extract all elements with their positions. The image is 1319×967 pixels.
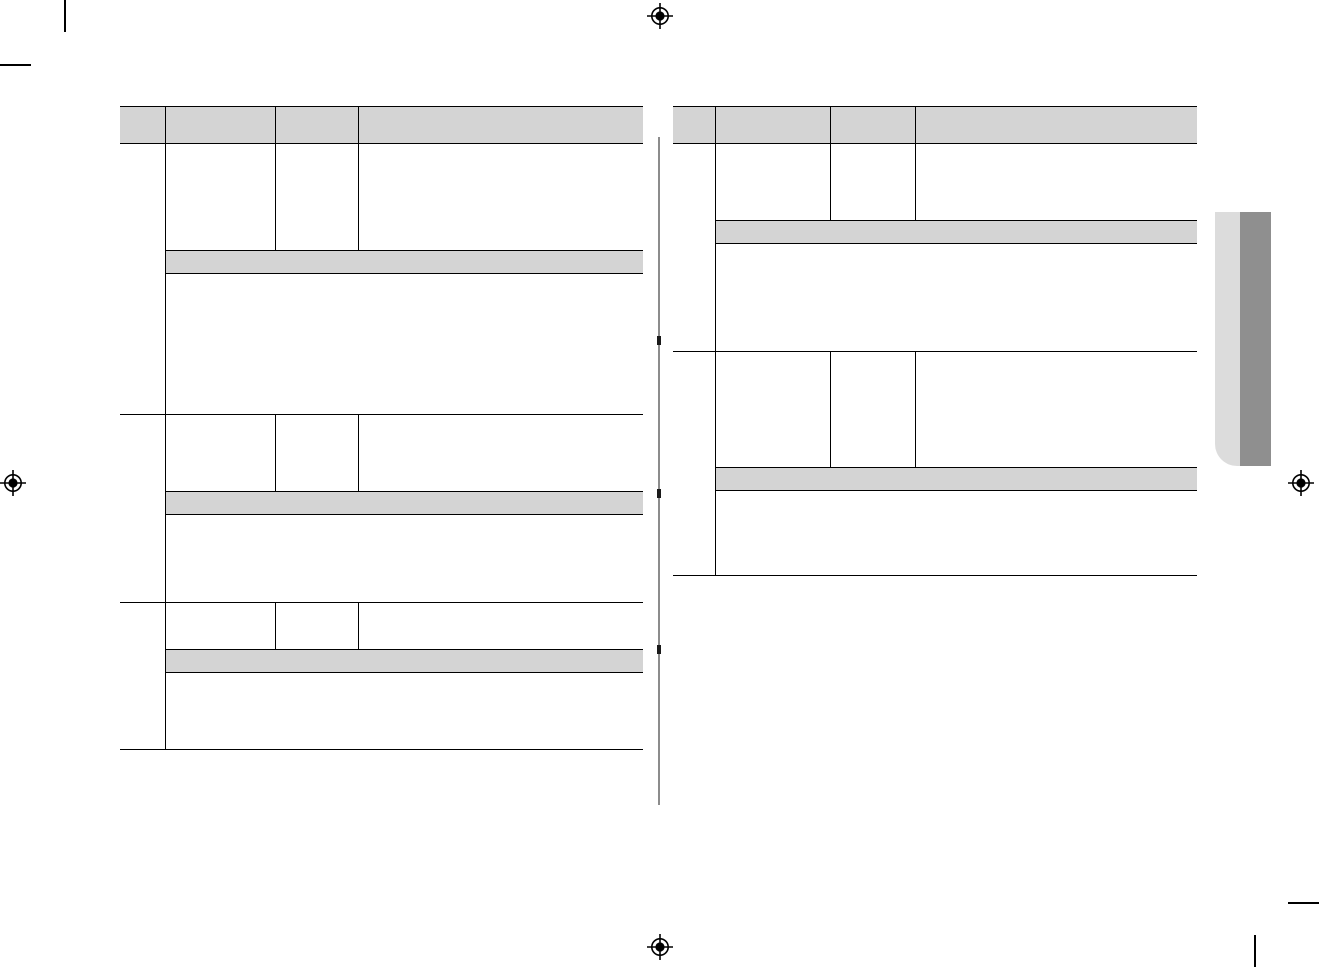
- thumb-tab-inner-band: [1215, 212, 1240, 466]
- right-specification-table: [673, 106, 1197, 576]
- registration-target-left-middle-icon: [0, 470, 26, 496]
- left-group-1-note-row: [120, 273, 643, 415]
- center-gutter-rule: [658, 137, 660, 805]
- right-group-2-row-1-cell-2: [830, 351, 916, 468]
- left-header-column-3: [358, 106, 643, 144]
- right-header-category: [673, 106, 716, 144]
- crop-mark-top-left-vertical: [64, 0, 66, 32]
- left-group-3-band-row: [120, 649, 643, 673]
- left-header-category: [120, 106, 166, 144]
- crop-mark-bottom-right-vertical: [1254, 935, 1256, 967]
- registration-target-bottom-center-icon: [647, 934, 673, 960]
- right-header-column-2: [830, 106, 916, 144]
- right-group-2-row-1-cell-3: [915, 351, 1197, 468]
- left-table-header-row: [120, 106, 643, 144]
- right-group-2-note-row: [673, 490, 1197, 576]
- left-group-3-category: [120, 602, 166, 750]
- thumb-tab-outer-band: [1240, 212, 1271, 466]
- left-group-2-band-row: [120, 491, 643, 515]
- right-group-2-band: [715, 467, 1197, 491]
- left-group-1-row-1-cell-3: [358, 143, 643, 251]
- left-header-column-2: [275, 106, 359, 144]
- right-group-2-category: [673, 351, 716, 576]
- right-group-1-band: [715, 220, 1197, 244]
- table-row: [120, 414, 643, 603]
- left-group-2-category: [120, 414, 166, 603]
- right-group-1-row-1-cell-3: [915, 143, 1197, 221]
- crop-mark-top-left-horizontal: [0, 64, 31, 66]
- left-group-3-band: [165, 649, 643, 673]
- table-row: [120, 143, 643, 415]
- left-group-3-row-1-cell-3: [358, 602, 643, 650]
- left-specification-table: [120, 106, 643, 750]
- gutter-tick-1: [657, 336, 661, 345]
- right-group-1-note-row: [673, 243, 1197, 352]
- right-group-2-note: [715, 490, 1197, 576]
- left-group-1-category: [120, 143, 166, 415]
- registration-target-right-middle-icon: [1288, 470, 1314, 496]
- left-group-2-row-1-cell-2: [275, 414, 359, 492]
- right-header-column-3: [915, 106, 1197, 144]
- right-group-1-note: [715, 243, 1197, 352]
- table-row: [673, 351, 1197, 576]
- left-group-1-band-row: [120, 250, 643, 274]
- left-group-2-note-row: [120, 514, 643, 603]
- left-group-3-row-1-cell-2: [275, 602, 359, 650]
- right-group-1-band-row: [673, 220, 1197, 244]
- gutter-tick-3: [657, 645, 661, 654]
- left-group-1-note: [165, 273, 643, 415]
- left-group-1-row-1-cell-1: [165, 143, 276, 251]
- left-group-3-note: [165, 672, 643, 750]
- right-group-2-row-1-cell-1: [715, 351, 831, 468]
- right-group-2-band-row: [673, 467, 1197, 491]
- left-group-3-note-row: [120, 672, 643, 750]
- left-group-2-row-1-cell-3: [358, 414, 643, 492]
- right-table-header-row: [673, 106, 1197, 144]
- right-header-column-1: [715, 106, 831, 144]
- left-group-2-row-1-cell-1: [165, 414, 276, 492]
- left-header-column-1: [165, 106, 276, 144]
- left-group-3-row-1-cell-1: [165, 602, 276, 650]
- gutter-tick-2: [657, 489, 661, 498]
- left-group-2-band: [165, 491, 643, 515]
- registration-target-top-center-icon: [647, 3, 673, 29]
- table-row: [120, 602, 643, 750]
- right-group-1-category: [673, 143, 716, 352]
- left-group-2-note: [165, 514, 643, 603]
- right-group-1-row-1-cell-1: [715, 143, 831, 221]
- right-group-1-row-1-cell-2: [830, 143, 916, 221]
- left-group-1-row-1-cell-2: [275, 143, 359, 251]
- crop-mark-bottom-right-horizontal: [1288, 902, 1319, 904]
- table-row: [673, 143, 1197, 352]
- thumb-tab: [1215, 212, 1271, 466]
- left-group-1-band: [165, 250, 643, 274]
